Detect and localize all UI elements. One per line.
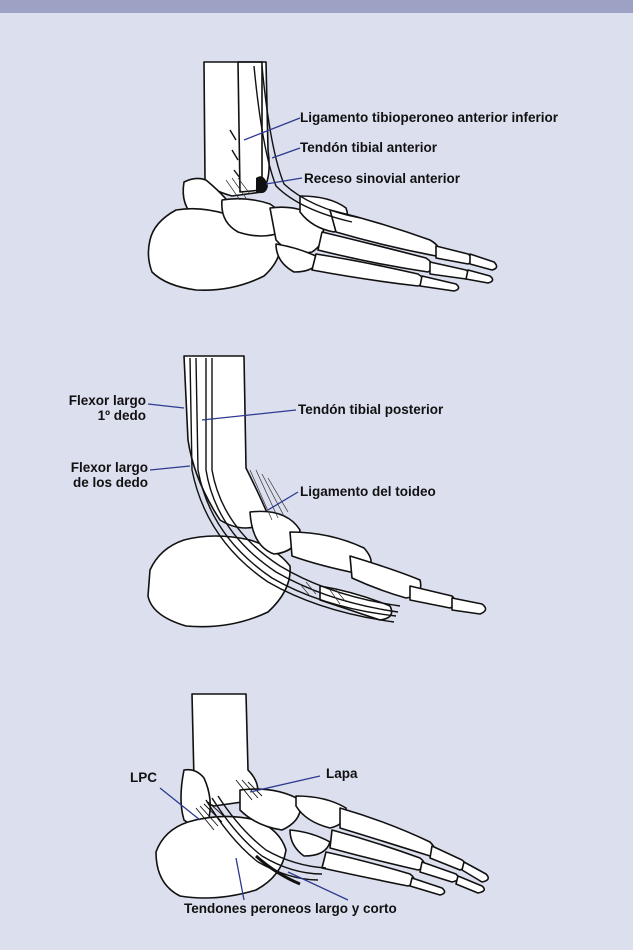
label-ligamento-tibioperoneo: Ligamento tibioperoneo anterior inferior — [300, 110, 558, 125]
label-tendones-peroneos: Tendones peroneos largo y corto — [184, 901, 397, 916]
label-tendon-tibial-anterior: Tendón tibial anterior — [300, 140, 437, 155]
label-receso-sinovial: Receso sinovial anterior — [304, 171, 460, 186]
label-flexor-largo-dedos-line2: de los dedo — [40, 475, 148, 490]
label-flexor-largo-1-line2: 1º dedo — [60, 408, 146, 423]
label-tendon-tibial-posterior: Tendón tibial posterior — [298, 402, 443, 417]
label-flexor-largo-1-line1: Flexor largo — [60, 393, 146, 408]
label-lpc: LPC — [130, 770, 157, 785]
label-lapa: Lapa — [326, 766, 358, 781]
label-ligamento-deltoideo: Ligamento del toideo — [300, 484, 436, 499]
label-flexor-largo-dedos-line1: Flexor largo — [40, 460, 148, 475]
